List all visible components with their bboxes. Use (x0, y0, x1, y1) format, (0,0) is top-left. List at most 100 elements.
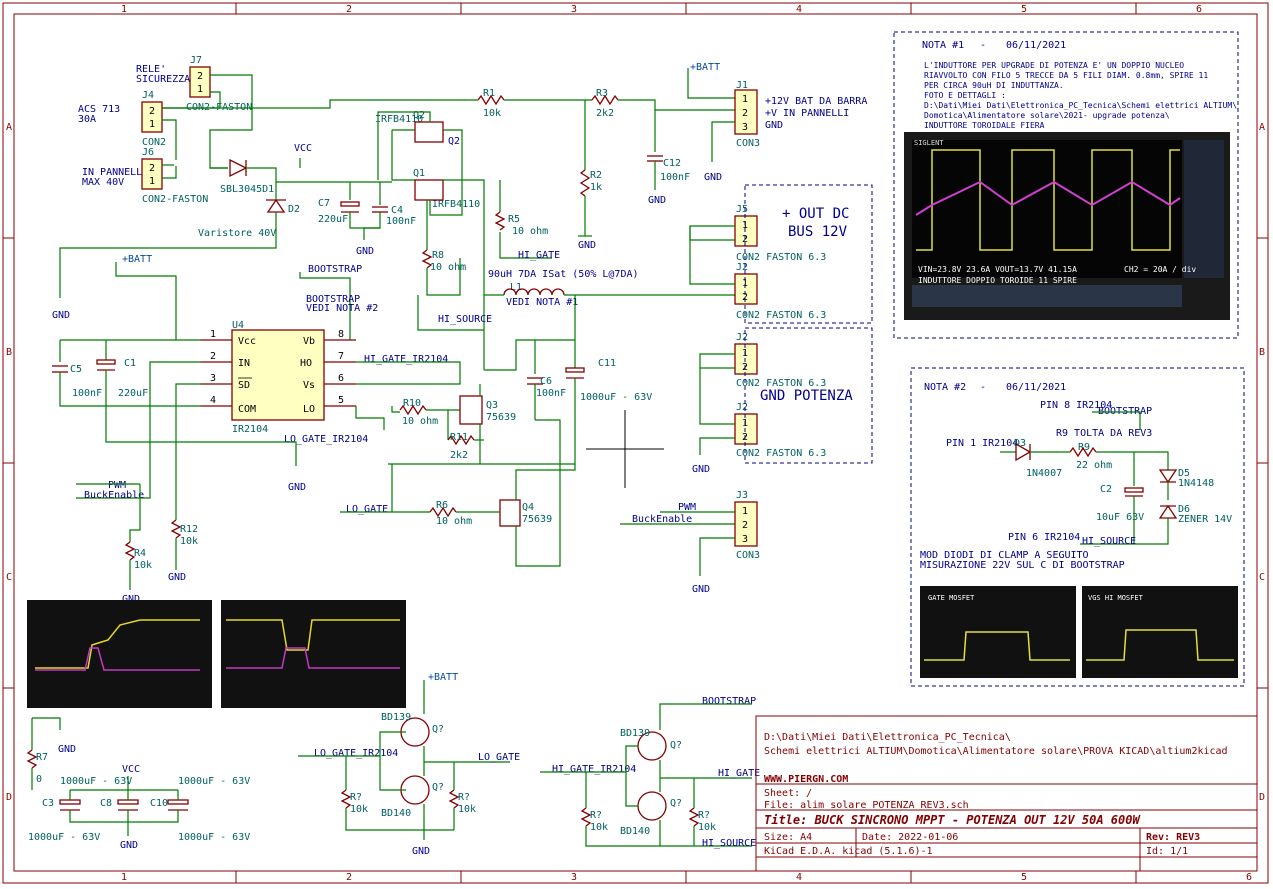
schematic-label: 10uF 63V (1096, 512, 1144, 523)
schematic-label: 1 (210, 329, 216, 340)
schematic-label: 2 (742, 520, 748, 531)
row-label: C (6, 572, 12, 583)
row-label: A (1259, 122, 1265, 133)
schematic-label: Q2 (413, 110, 425, 121)
schematic-label: R2 (590, 170, 602, 181)
schematic-label: VGS HI MOSFET (1088, 594, 1144, 602)
schematic-label: LO_GATE_IR2104 (314, 748, 398, 759)
col-label: 5 (1021, 4, 1027, 15)
schematic-label: HI_GATE_IR2104 (552, 764, 636, 775)
schematic-label: Varistore 40V (198, 228, 276, 239)
schematic-label: 2k2 (596, 108, 614, 119)
schematic-label: J1 (736, 80, 748, 91)
schematic-label: C11 (598, 358, 616, 369)
schematic-label: 10 ohm (430, 262, 466, 273)
schematic-label: SICUREZZA (136, 74, 190, 85)
schematic-label: IN PANNELLI (82, 167, 148, 178)
schematic-label: U4 (232, 320, 244, 331)
schematic-label: Q1 (413, 168, 425, 179)
schematic-label: PWM (678, 502, 696, 513)
schematic-label: 1 (742, 220, 748, 231)
schematic-label: Q? (670, 740, 682, 751)
schematic-label: Domotica\Alimentatore solare\2021- upgra… (924, 111, 1170, 120)
note-1: NOTA #1 - 06/11/2021 L'INDUTTORE PER UPG… (893, 31, 1239, 339)
schematic-label: 75639 (522, 514, 552, 525)
schematic-label: R? (458, 792, 470, 803)
schematic-label: 1000uF - 63V (178, 776, 250, 787)
schematic-label: HI_GATE (518, 250, 560, 261)
col-label: 4 (796, 4, 802, 15)
schematic-label: R? (698, 810, 710, 821)
schematic-label: VIN=23.8V 23.6A VOUT=13.7V 41.15A (918, 265, 1077, 274)
schematic-label: GND (648, 195, 666, 206)
schematic-label: L'INDUTTORE PER UPGRADE DI POTENZA E' UN… (924, 61, 1184, 70)
schematic-label: GND (765, 120, 783, 131)
schematic-label: J6 (142, 147, 154, 158)
schematic-label: IRFB4110 (432, 199, 480, 210)
schematic-label: J3 (736, 490, 748, 501)
schematic-label: 10k (350, 804, 368, 815)
connector-j2a (734, 273, 758, 305)
schematic-label: 10 ohm (402, 416, 438, 427)
schematic-label: SIGLENT (914, 139, 944, 147)
schematic-label: CON2 FASTON 6.3 (736, 378, 826, 389)
schematic-label: C1 (124, 358, 136, 369)
col-label: 5 (1021, 872, 1027, 883)
schematic-label: D3 (1014, 438, 1026, 449)
schematic-label: CON2-FASTON (142, 194, 208, 205)
schematic-label: MAX 40V (82, 177, 124, 188)
col-label: 2 (346, 4, 352, 15)
scope-photo-nota2b (1082, 586, 1238, 678)
schematic-label: NOTA #1 (922, 40, 964, 51)
schematic-label: GND (412, 846, 430, 857)
schematic-label: PIN 1 IR2104 (946, 438, 1018, 449)
schematic-label: MOD DIODI DI CLAMP A SEGUITO (920, 550, 1089, 561)
schematic-label: Schemi elettrici ALTIUM\Domotica\Aliment… (764, 746, 1228, 757)
schematic-label: VCC (122, 764, 140, 775)
schematic-label: 2 (742, 234, 748, 245)
schematic-label: R3 (596, 88, 608, 99)
schematic-label: R11 (450, 432, 468, 443)
schematic-label: C4 (391, 205, 403, 216)
schematic-label: RELE' (136, 64, 166, 75)
schematic-label: 2 (197, 71, 203, 82)
connector-j2c (734, 413, 758, 445)
schematic-label: FOTO E DETTAGLI : (924, 91, 1006, 100)
schematic-label: + OUT DC (782, 206, 849, 222)
schematic-label: R5 (508, 214, 520, 225)
schematic-label: CON3 (736, 138, 760, 149)
schematic-label: C10 (150, 798, 168, 809)
schematic-label: 5 (338, 395, 344, 406)
schematic-label: ACS 713 (78, 104, 120, 115)
schematic-label: CON2 (142, 137, 166, 148)
schematic-label: Q? (432, 782, 444, 793)
schematic-label: J2 (736, 332, 748, 343)
schematic-label: PWM (108, 480, 126, 491)
col-label: 3 (571, 4, 577, 15)
schematic-label: 10k (134, 560, 152, 571)
schematic-label: 10k (180, 536, 198, 547)
schematic-label: Rev: REV3 (1146, 832, 1200, 843)
schematic-label: J2 (736, 402, 748, 413)
schematic-label: 1000uF - 63V (60, 776, 132, 787)
connector-j1 (734, 89, 758, 135)
schematic-label: J5 (736, 204, 748, 215)
schematic-label: HO (300, 358, 312, 369)
schematic-label: R6 (436, 500, 448, 511)
schematic-label: 2k2 (450, 450, 468, 461)
schematic-label: CON2 FASTON 6.3 (736, 448, 826, 459)
note-2: NOTA #2 - 06/11/2021 PIN 8 IR2104 BOOTST… (910, 367, 1245, 687)
schematic-label: +V IN PANNELLI (765, 108, 849, 119)
schematic-label: COM (238, 404, 256, 415)
high-side-mosfets: IRFB4110 Q2 Q1 IRFB4110 Q2 VCC SBL3045D1… (52, 110, 485, 370)
schematic-label: BD139 (620, 728, 650, 739)
schematic-label: Date: 2022-01-06 (862, 832, 958, 843)
schematic-label: Id: 1/1 (1146, 846, 1188, 857)
schematic-label: BOOTSTRAP (308, 264, 362, 275)
schematic-label: 2 (742, 292, 748, 303)
schematic-label: ZENER 14V (1178, 514, 1232, 525)
schematic-label: VCC (294, 143, 312, 154)
schematic-label: GND (356, 246, 374, 257)
schematic-label: J7 (190, 55, 202, 66)
schematic-label: GND (288, 482, 306, 493)
